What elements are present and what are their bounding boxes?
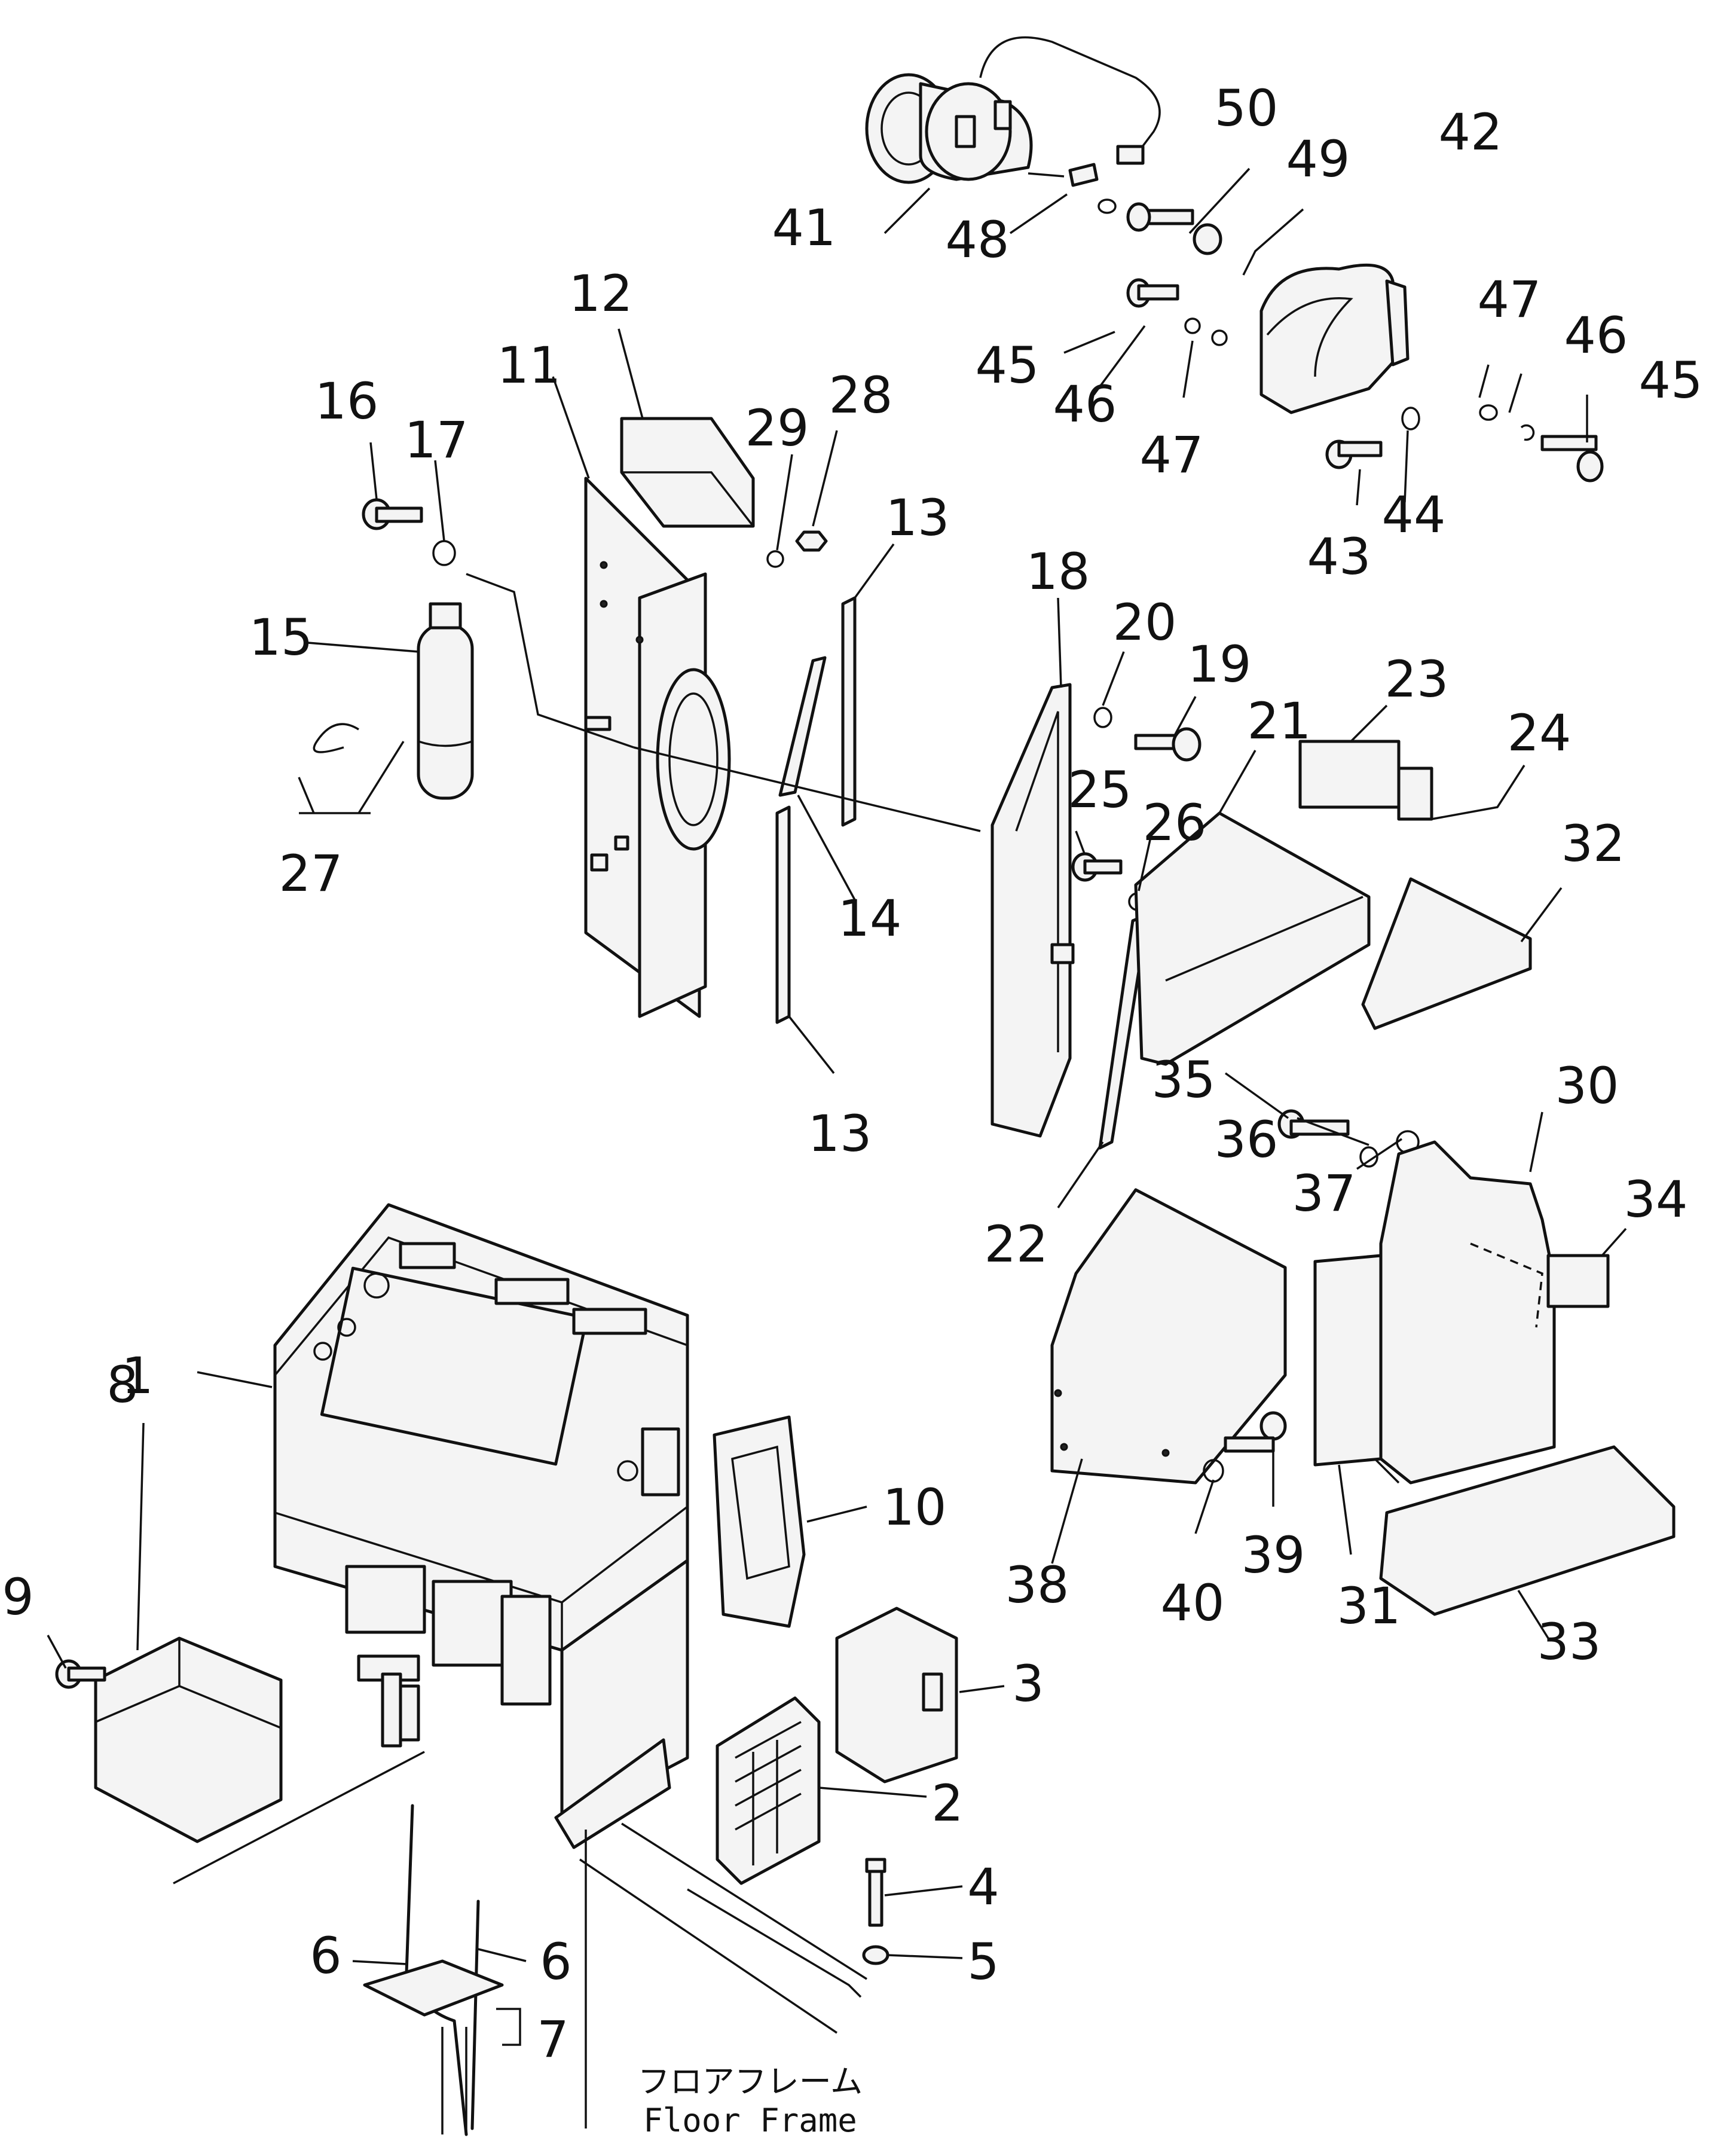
callout-14: 14	[838, 889, 902, 948]
callout-37: 37	[1292, 1164, 1356, 1223]
callout-24: 24	[1508, 704, 1572, 762]
callout-42: 42	[1439, 103, 1503, 161]
callout-33: 33	[1537, 1613, 1601, 1671]
callout-27: 27	[279, 844, 343, 903]
compressor-bracket-assembly	[1126, 263, 1604, 482]
callout-44: 44	[1382, 485, 1446, 544]
callout-6a: 6	[310, 1926, 341, 1985]
callout-3: 3	[1012, 1654, 1044, 1713]
callout-21: 21	[1248, 692, 1311, 750]
callout-50: 50	[1215, 79, 1279, 138]
callout-9: 9	[2, 1568, 33, 1626]
callout-38: 38	[1005, 1556, 1069, 1614]
callout-22: 22	[985, 1215, 1048, 1274]
callout-19: 19	[1188, 635, 1252, 694]
callout-7: 7	[537, 2010, 568, 2069]
callout-10: 10	[883, 1478, 947, 1537]
callout-49: 49	[1286, 130, 1350, 188]
callout-25: 25	[1068, 761, 1132, 819]
callout-17: 17	[405, 411, 469, 469]
caption-english: Floor Frame	[643, 2102, 857, 2139]
caption-japanese: フロアフレーム	[638, 2063, 863, 2100]
callout-48: 48	[946, 210, 1010, 269]
callout-13b: 13	[808, 1104, 872, 1163]
callout-41: 41	[772, 199, 836, 257]
callout-16: 16	[315, 372, 379, 430]
condenser-fan-assembly	[313, 417, 981, 1024]
callout-15: 15	[249, 608, 313, 667]
callout-13a: 13	[886, 488, 950, 547]
callout-45a: 45	[976, 336, 1040, 395]
callout-31: 31	[1337, 1577, 1401, 1635]
callout-1: 1	[121, 1346, 153, 1405]
callout-47a: 47	[1140, 426, 1204, 484]
air-conditioner-unit	[55, 1203, 958, 2136]
callout-12: 12	[569, 264, 633, 323]
callout-8: 8	[106, 1355, 138, 1414]
mounting-frame-assembly	[990, 683, 1532, 1168]
callout-43: 43	[1307, 527, 1371, 586]
callout-20: 20	[1113, 593, 1177, 652]
bolt-49	[1126, 202, 1222, 255]
callout-40: 40	[1161, 1574, 1225, 1632]
callout-36: 36	[1215, 1110, 1279, 1169]
floor-frame-caption: フロアフレーム Floor Frame	[638, 2063, 863, 2139]
callout-labels: 1 2 3 4 5 6 6 7 8 9 10 11 12 13 13 14 15…	[2, 79, 1702, 2069]
callout-47b: 47	[1478, 270, 1542, 329]
callout-35: 35	[1152, 1050, 1216, 1109]
callout-11: 11	[497, 336, 561, 395]
callout-2: 2	[931, 1774, 963, 1833]
callout-45b: 45	[1639, 351, 1703, 410]
callout-6b: 6	[540, 1932, 571, 1991]
cover-panels-assembly	[1050, 1140, 1676, 1616]
callout-23: 23	[1385, 650, 1449, 709]
callout-32: 32	[1561, 814, 1625, 873]
callout-18: 18	[1026, 542, 1090, 601]
callout-4: 4	[967, 1858, 999, 1916]
callout-5: 5	[967, 1932, 999, 1991]
callout-46a: 46	[1053, 375, 1117, 433]
callout-34: 34	[1624, 1170, 1688, 1229]
leader-lines	[47, 167, 1627, 2046]
callout-26: 26	[1143, 793, 1207, 852]
callout-30: 30	[1555, 1056, 1619, 1115]
callout-29: 29	[745, 399, 809, 457]
callout-39: 39	[1242, 1526, 1306, 1584]
compressor-assembly	[865, 36, 1222, 255]
callout-46b: 46	[1564, 306, 1628, 365]
callout-28: 28	[829, 366, 893, 425]
